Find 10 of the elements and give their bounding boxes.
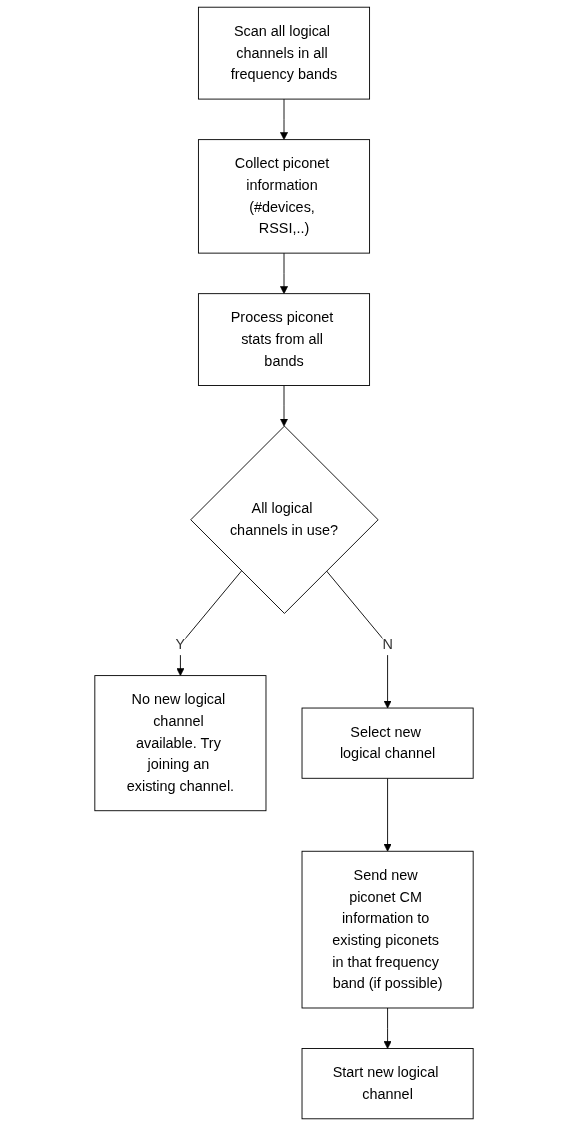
edge-label: N: [381, 636, 393, 652]
node-diamond: All logical channels in use?: [189, 425, 379, 614]
node-box: Start new logical channel: [301, 1048, 474, 1120]
node-box: Collect piconet information (#devices, RSSI,..): [197, 139, 370, 254]
node-box: Send new piconet CM information to existing piconets in that frequency band (if possible): [301, 850, 474, 1009]
node-box: No new logical channel available. Try joining an existing channel.: [93, 675, 266, 812]
node-box: Process piconet stats from all bands: [197, 293, 370, 386]
node-box: Select new logical channel: [301, 707, 474, 779]
node-box: Scan all logical channels in all frequency bands: [197, 6, 370, 100]
edge-label: Y: [175, 636, 185, 652]
